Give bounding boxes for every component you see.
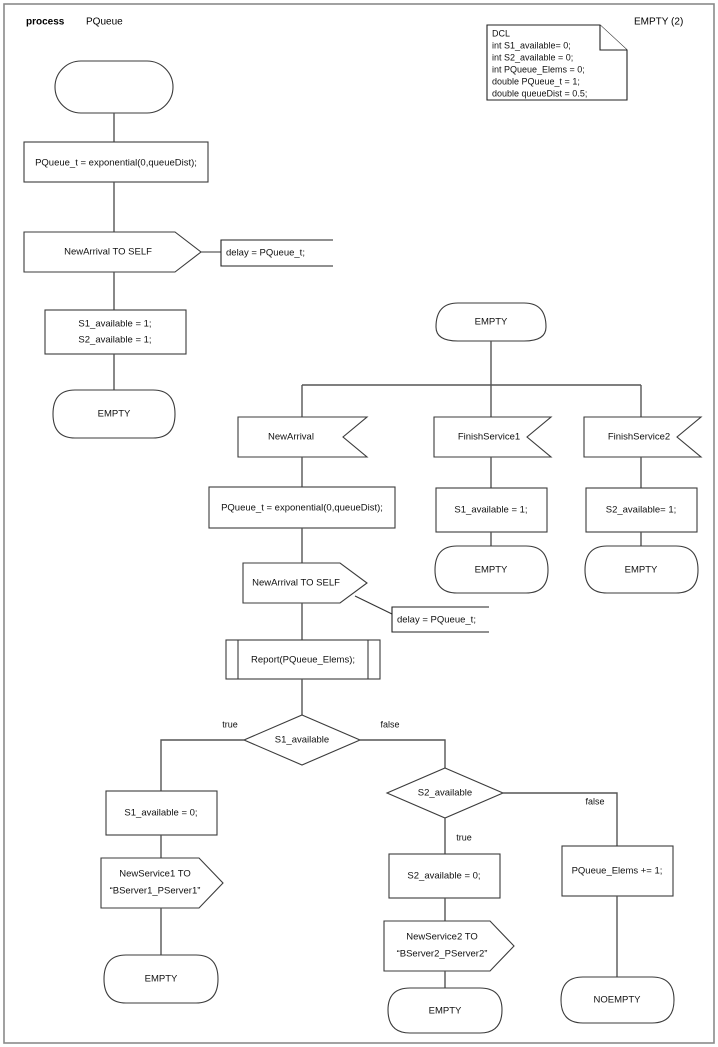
input-finishservice1-label: FinishService1: [458, 432, 520, 443]
decision-s1-false-label: false: [380, 719, 399, 729]
output-newarrival-self-1-label: NewArrival TO SELF: [64, 247, 152, 258]
input-newarrival-label: NewArrival: [268, 432, 314, 443]
task-pqueue-t-recalc: PQueue_t = exponential(0,queueDist);: [208, 486, 396, 529]
task-pqueue-t-init: PQueue_t = exponential(0,queueDist);: [23, 141, 209, 183]
task-pqueue-t-init-label: PQueue_t = exponential(0,queueDist);: [35, 158, 197, 169]
dcl-line-2: int PQueue_Elems = 0;: [492, 64, 585, 74]
output-newservice2-line2: “BServer2_PServer2”: [397, 949, 488, 960]
dcl-line-4: double queueDist = 0.5;: [492, 88, 587, 98]
connector-s1-false: [360, 739, 446, 768]
nextstate-empty-finish2-label: EMPTY: [625, 565, 658, 576]
comment-delay-1-label: delay = PQueue_t;: [226, 248, 305, 259]
start-symbol: [54, 60, 174, 114]
process-name: PQueue: [86, 17, 123, 28]
output-newservice1-line1: NewService1 TO: [119, 869, 190, 880]
output-newservice2-line1: NewService2 TO: [406, 932, 477, 943]
nextstate-empty-finish2: EMPTY: [584, 545, 699, 594]
decision-s1-available: S1_available: [242, 714, 362, 766]
task-set-available-line2: S2_available = 1;: [78, 335, 151, 346]
input-newarrival: NewArrival: [237, 416, 369, 458]
task-s1-unset: S1_available = 0;: [105, 790, 218, 836]
task-s1-set-label: S1_available = 1;: [454, 505, 527, 516]
state-empty: EMPTY: [435, 302, 547, 342]
task-pqueue-t-recalc-label: PQueue_t = exponential(0,queueDist);: [221, 503, 383, 514]
task-s2-set-label: S2_available= 1;: [606, 505, 677, 516]
decision-s2-available-label: S2_available: [418, 788, 472, 799]
decision-s1-true-label: true: [222, 719, 238, 729]
decision-s1-available-label: S1_available: [275, 735, 329, 746]
decision-s2-false-label: false: [585, 796, 604, 806]
nextstate-empty-finish1: EMPTY: [434, 545, 549, 594]
procedure-report: Report(PQueue_Elems);: [225, 639, 381, 680]
task-set-available-line1: S1_available = 1;: [78, 319, 151, 330]
process-keyword: process: [26, 17, 65, 28]
task-set-available: S1_available = 1; S2_available = 1;: [44, 309, 187, 355]
nextstate-empty-s2: EMPTY: [387, 987, 503, 1034]
output-newarrival-self-1: NewArrival TO SELF: [23, 231, 202, 273]
connector-s1-true: [160, 739, 244, 791]
connector-s2-false: [503, 792, 618, 846]
page-label: EMPTY (2): [634, 17, 683, 28]
nextstate-empty-s2-label: EMPTY: [429, 1006, 462, 1017]
output-newservice1-line2: “BServer1_PServer1”: [110, 886, 201, 897]
dcl-title: DCL: [492, 28, 510, 38]
input-finishservice2: FinishService2: [583, 416, 703, 458]
comment-delay-1: delay = PQueue_t;: [220, 239, 333, 267]
nextstate-empty-finish1-label: EMPTY: [475, 565, 508, 576]
task-s2-unset-label: S2_available = 0;: [407, 871, 480, 882]
task-pqueue-elems-inc-label: PQueue_Elems += 1;: [572, 866, 663, 877]
connector-output2-comment: [354, 595, 393, 615]
task-s2-set: S2_available= 1;: [585, 487, 698, 533]
input-finishservice1: FinishService1: [433, 416, 553, 458]
dcl-line-1: int S2_available = 0;: [492, 52, 573, 62]
task-s1-set: S1_available = 1;: [435, 487, 548, 533]
task-pqueue-elems-inc: PQueue_Elems += 1;: [561, 845, 674, 897]
diagram-frame: [3, 3, 715, 1044]
input-finishservice2-label: FinishService2: [608, 432, 670, 443]
procedure-report-label: Report(PQueue_Elems);: [251, 655, 355, 666]
comment-delay-2-label: delay = PQueue_t;: [397, 615, 476, 626]
declaration-note: DCL int S1_available= 0; int S2_availabl…: [486, 24, 628, 101]
decision-s2-available: S2_available: [385, 767, 505, 819]
nextstate-noempty: NOEMPTY: [560, 976, 675, 1024]
nextstate-empty-s1: EMPTY: [103, 954, 219, 1004]
nextstate-empty-s1-label: EMPTY: [145, 974, 178, 985]
nextstate-empty-1-label: EMPTY: [98, 409, 131, 420]
comment-delay-2: delay = PQueue_t;: [391, 606, 489, 633]
output-newarrival-self-2: NewArrival TO SELF: [242, 562, 368, 604]
state-empty-label: EMPTY: [475, 317, 508, 328]
output-newarrival-self-2-label: NewArrival TO SELF: [252, 578, 340, 589]
output-newservice1: NewService1 TO “BServer1_PServer1”: [100, 857, 224, 909]
dcl-line-0: int S1_available= 0;: [492, 40, 571, 50]
nextstate-noempty-label: NOEMPTY: [594, 995, 642, 1006]
dcl-line-3: double PQueue_t = 1;: [492, 76, 580, 86]
output-newservice2: NewService2 TO “BServer2_PServer2”: [383, 920, 515, 972]
task-s1-unset-label: S1_available = 0;: [124, 808, 197, 819]
nextstate-empty-1: EMPTY: [52, 389, 176, 439]
task-s2-unset: S2_available = 0;: [388, 853, 501, 899]
decision-s2-true-label: true: [456, 832, 472, 842]
